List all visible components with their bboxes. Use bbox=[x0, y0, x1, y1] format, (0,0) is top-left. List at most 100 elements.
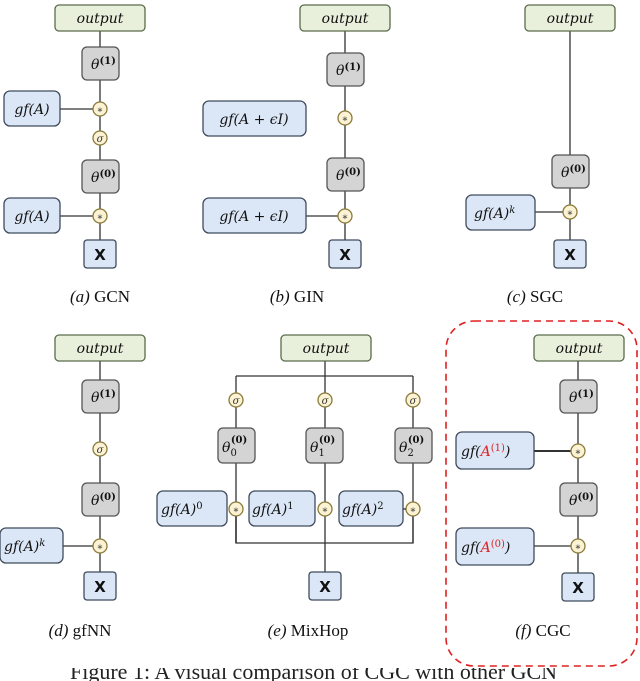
graph-filter-node bbox=[3, 90, 61, 127]
multiply-op bbox=[92, 101, 108, 117]
svg-text:gf(A)1: gf(A)1 bbox=[252, 501, 294, 519]
svg-text:output: output bbox=[556, 341, 603, 357]
panel-caption: (d) gfNN bbox=[49, 621, 112, 640]
svg-text:σ: σ bbox=[410, 396, 418, 407]
output-node bbox=[533, 334, 625, 362]
output-node bbox=[280, 334, 372, 362]
svg-text:X: X bbox=[572, 579, 584, 597]
graph-filter-node bbox=[202, 100, 307, 137]
figure-caption-text: Figure 1: A visual comparison of CGC wit… bbox=[70, 668, 558, 681]
multiply-op bbox=[570, 443, 586, 459]
svg-text:X: X bbox=[564, 246, 576, 264]
svg-text:θ0(0): θ0(0) bbox=[222, 435, 247, 459]
panel-caption: (a) GCN bbox=[70, 287, 130, 306]
multiply-op bbox=[228, 501, 244, 517]
svg-text:σ: σ bbox=[322, 396, 330, 407]
svg-text:σ: σ bbox=[97, 134, 105, 145]
highlight-dashed-border bbox=[445, 320, 638, 667]
theta-1-node bbox=[81, 379, 120, 414]
svg-text:gf(A(1)): gf(A(1)) bbox=[461, 443, 510, 461]
multiply-op bbox=[92, 208, 108, 224]
svg-text:output: output bbox=[547, 11, 594, 27]
svg-text:gf(A)k: gf(A)k bbox=[474, 205, 515, 223]
input-x-node bbox=[553, 239, 587, 269]
graph-filter-node bbox=[465, 194, 536, 231]
svg-text:∗: ∗ bbox=[97, 212, 104, 223]
svg-text:output: output bbox=[77, 341, 124, 357]
theta-1-node bbox=[81, 46, 120, 81]
panel-sgc: output θ(0) ∗ gf(A)k X (c) SGC bbox=[465, 4, 616, 306]
theta-node bbox=[305, 427, 344, 464]
svg-text:θ(1): θ(1) bbox=[91, 389, 116, 407]
theta-1-node bbox=[559, 379, 598, 414]
theta-0-node bbox=[81, 159, 120, 194]
svg-text:gf(A)k: gf(A)k bbox=[4, 538, 45, 556]
svg-text:θ(0): θ(0) bbox=[561, 164, 586, 182]
theta-0-label: θ(0) bbox=[91, 169, 116, 187]
svg-text:X: X bbox=[339, 246, 351, 264]
output-node bbox=[54, 334, 146, 362]
output-node bbox=[54, 4, 146, 32]
theta-0-node bbox=[551, 154, 590, 189]
svg-text:X: X bbox=[319, 578, 331, 596]
output-label: output bbox=[77, 11, 124, 27]
svg-text:θ1(0): θ1(0) bbox=[310, 435, 335, 459]
input-x-node bbox=[561, 572, 595, 602]
multiply-op bbox=[337, 208, 353, 224]
graph-filter-label: gf(A) bbox=[14, 209, 49, 225]
sigma-op bbox=[228, 392, 244, 408]
graph-filter-node bbox=[3, 197, 61, 234]
svg-text:θ(1): θ(1) bbox=[569, 389, 594, 407]
svg-text:∗: ∗ bbox=[575, 542, 582, 553]
multiply-op bbox=[570, 538, 586, 554]
panel-mixhop: output σ σ σ θ0(0) θ1(0) θ2(0) ∗ ∗ ∗ gf(… bbox=[156, 334, 433, 640]
input-x-node bbox=[328, 239, 362, 269]
theta-1-node bbox=[326, 52, 365, 87]
svg-text:gf(A + ϵI): gf(A + ϵI) bbox=[219, 112, 288, 128]
panel-caption: (b) GIN bbox=[270, 287, 324, 306]
svg-text:∗: ∗ bbox=[567, 208, 574, 219]
theta-0-node bbox=[81, 482, 120, 517]
input-x-node bbox=[83, 239, 117, 269]
graph-filter-node bbox=[455, 527, 535, 566]
svg-text:θ2(0): θ2(0) bbox=[399, 435, 424, 459]
multiply-op bbox=[92, 538, 108, 554]
svg-text:σ: σ bbox=[233, 396, 241, 407]
panel-caption: (e) MixHop bbox=[268, 621, 349, 640]
graph-filter-node bbox=[156, 490, 228, 527]
multiply-op bbox=[337, 110, 353, 126]
theta-node bbox=[394, 427, 433, 464]
svg-text:θ(0): θ(0) bbox=[336, 167, 361, 185]
theta-0-node bbox=[326, 157, 365, 192]
input-x-node bbox=[83, 571, 117, 601]
sigma-op bbox=[405, 392, 421, 408]
panel-caption: (c) SGC bbox=[507, 287, 563, 306]
svg-text:gf(A)0: gf(A)0 bbox=[161, 501, 203, 519]
graph-filter-node bbox=[455, 431, 535, 470]
panel-gfnn: output θ(1) σ θ(0) ∗ gf(A)k X (d) gfNN bbox=[0, 334, 146, 640]
figure-caption-clipped: Figure 1: A visual comparison of CGC wit… bbox=[0, 668, 640, 681]
graph-filter-node bbox=[0, 527, 64, 564]
output-label: output bbox=[322, 11, 369, 27]
multiply-op bbox=[562, 204, 578, 220]
panel-gcn: output θ(1) ∗ σ θ(0) ∗ gf(A) gf(A) X (a)… bbox=[3, 4, 146, 306]
panel-cgc: output θ(1) ∗ θ(0) ∗ gf(A(1)) gf(A(0)) X… bbox=[445, 320, 638, 667]
svg-text:∗: ∗ bbox=[97, 105, 104, 116]
graph-filter-node bbox=[248, 490, 316, 527]
theta-0-node bbox=[559, 482, 598, 517]
svg-text:gf(A(0)): gf(A(0)) bbox=[461, 539, 510, 557]
svg-text:∗: ∗ bbox=[410, 505, 417, 516]
svg-text:θ(1): θ(1) bbox=[336, 62, 361, 80]
theta-node bbox=[217, 427, 256, 464]
svg-text:X: X bbox=[94, 246, 106, 264]
svg-text:gf(A)2: gf(A)2 bbox=[342, 501, 384, 519]
graph-filter-node bbox=[202, 197, 307, 234]
input-x-node bbox=[308, 571, 342, 601]
svg-text:output: output bbox=[303, 341, 350, 357]
graph-filter-label: gf(A) bbox=[14, 102, 49, 118]
svg-text:X: X bbox=[94, 578, 106, 596]
multiply-op bbox=[317, 501, 333, 517]
svg-text:σ: σ bbox=[97, 445, 105, 456]
output-node bbox=[524, 4, 616, 32]
